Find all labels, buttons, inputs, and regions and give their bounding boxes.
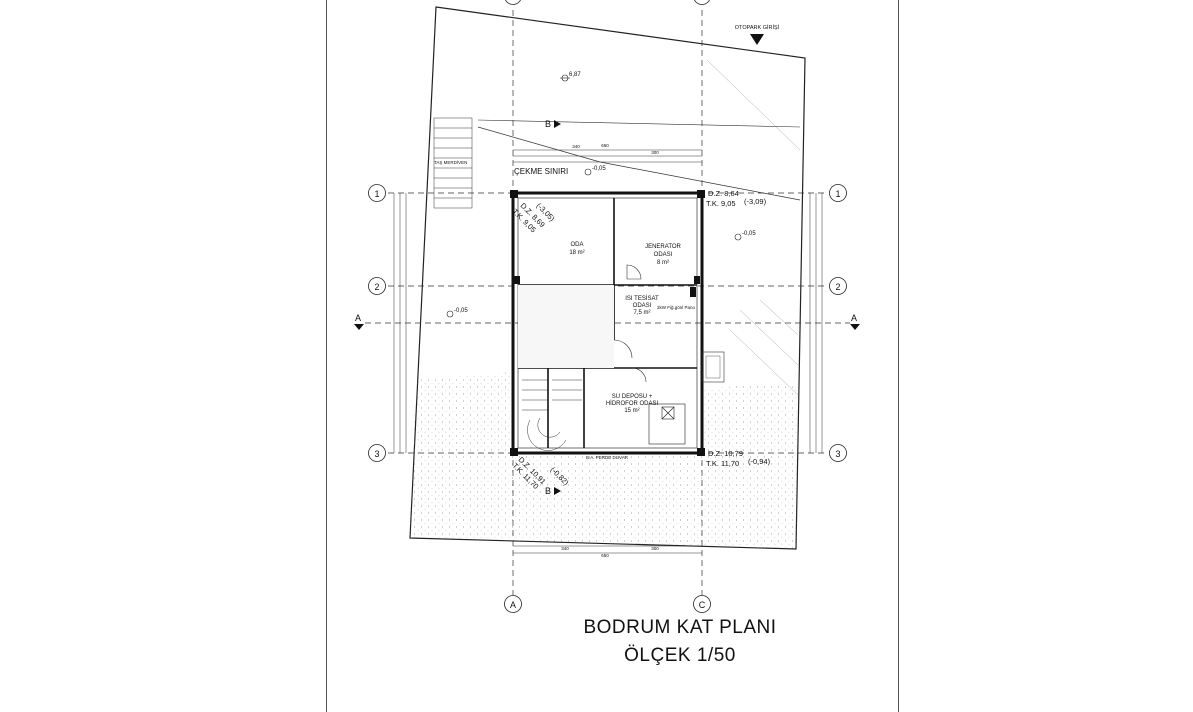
- svg-text:C: C: [699, 600, 706, 610]
- svg-text:A: A: [510, 600, 516, 610]
- spot-level-setback: -0,05: [584, 166, 606, 176]
- side-dimension-lines: [393, 193, 823, 453]
- projection-right: [701, 351, 725, 383]
- stair-note: TAŞ MERDİVEN: [434, 159, 467, 165]
- grid-bubble-c-top: [694, 0, 710, 5]
- svg-text:(-3,09): (-3,09): [744, 197, 767, 206]
- sheet-border-left: [326, 0, 327, 712]
- room-jenerator-name2: ODASI: [654, 252, 673, 258]
- grid-bubble-1-left: 1: [368, 184, 386, 202]
- room-su-area: 15 m²: [624, 408, 639, 414]
- grid-bubble-c-bottom: C: [693, 595, 711, 613]
- top-dim-total: 650: [601, 143, 609, 148]
- svg-text:D.Z. 10,79: D.Z. 10,79: [708, 449, 743, 458]
- room-su-name2: HİDROFOR ODASI: [606, 400, 659, 407]
- entrance-arrow-icon: [750, 34, 764, 45]
- setback-line: [477, 126, 801, 201]
- grid-bubble-3-left: 3: [368, 444, 386, 462]
- svg-text:T.K. 9,05: T.K. 9,05: [706, 199, 736, 208]
- level-top-left: D.Z. 8,69 (-3,05) T.K. 9,05: [511, 201, 557, 234]
- svg-text:2: 2: [374, 282, 379, 292]
- generator-note: 2kW Fiğ.gönl Pano: [657, 305, 696, 310]
- svg-text:T.K. 11,70: T.K. 11,70: [706, 459, 739, 468]
- svg-text:1: 1: [374, 189, 379, 199]
- room-isi-area: 7,5 m²: [633, 310, 650, 316]
- room-oda-area: 18 m²: [569, 250, 584, 256]
- level-bottom-right: D.Z. 10,79 (-0,94) T.K. 11,70: [706, 449, 771, 468]
- svg-text:2: 2: [835, 282, 840, 292]
- bottom-dim-left: 340: [561, 546, 569, 551]
- room-oda-name: ODA: [570, 242, 583, 248]
- section-marker-b-bottom: B: [545, 486, 561, 496]
- svg-text:A: A: [355, 313, 361, 323]
- svg-text:3: 3: [374, 449, 379, 459]
- svg-text:OTOPARK GİRİŞİ: OTOPARK GİRİŞİ: [735, 24, 780, 31]
- columns: [510, 190, 705, 456]
- grid-bubble-1-right: 1: [829, 184, 847, 202]
- garden-hatch-bottom: [410, 372, 799, 549]
- doors: [613, 264, 647, 383]
- ramp-hatch: [706, 59, 801, 396]
- svg-text:B: B: [545, 486, 551, 496]
- spot-level-top: 6,87: [560, 72, 581, 82]
- sheet-border-right: [898, 0, 899, 712]
- grid-bubble-a-top: [505, 0, 521, 5]
- svg-text:-0,05: -0,05: [454, 308, 468, 314]
- grid-bubble-2-left: 2: [368, 277, 386, 295]
- external-stair: [433, 117, 473, 209]
- top-dim-left: 340: [572, 144, 580, 149]
- setback-label: ÇEKME SINIRI: [514, 167, 568, 176]
- top-dimension-lines: [513, 149, 702, 554]
- top-dim-right: 300: [651, 150, 659, 155]
- svg-text:A: A: [851, 313, 857, 323]
- bottom-dim-right: 300: [651, 546, 659, 551]
- svg-text:D.Z. 8,64: D.Z. 8,64: [708, 189, 739, 198]
- room-jenerator-area: 8 m²: [657, 260, 669, 266]
- section-marker-b-top: B: [545, 119, 561, 129]
- room-su-name: SU DEPOSU +: [612, 394, 653, 400]
- svg-text:1: 1: [835, 189, 840, 199]
- bottom-wall-note: B.A. PERDE DUVAR: [586, 455, 629, 460]
- grid-bubble-a-bottom: A: [504, 595, 522, 613]
- spot-level-left: -0,05: [446, 308, 468, 318]
- projection-inner: [705, 355, 721, 379]
- level-top-right: D.Z. 8,64 (-3,09) T.K. 9,05: [706, 189, 767, 208]
- plan-title: BODRUM KAT PLANI: [583, 617, 777, 638]
- interior-stair: [522, 379, 582, 451]
- section-marker-a-right: A: [850, 313, 860, 330]
- site-inner-line: [477, 119, 801, 128]
- bottom-dim-total: 650: [601, 553, 609, 558]
- plan-scale: ÖLÇEK 1/50: [624, 645, 736, 666]
- room-isi-name: ISI TESİSAT: [625, 295, 659, 302]
- spot-level-right: -0,05: [734, 231, 756, 241]
- corridor-fill: [518, 285, 614, 368]
- hydrophore-equipment: [648, 403, 686, 445]
- svg-text:(-0,94): (-0,94): [748, 457, 771, 466]
- room-isi-name2: ODASI: [633, 303, 652, 309]
- room-jenerator-name: JENERATOR: [645, 244, 681, 250]
- svg-text:3: 3: [835, 449, 840, 459]
- parking-entrance-marker: OTOPARK GİRİŞİ: [735, 24, 780, 45]
- grid-bubble-3-right: 3: [829, 444, 847, 462]
- grid-bubble-2-right: 2: [829, 277, 847, 295]
- section-marker-a-left: A: [354, 313, 364, 330]
- svg-text:6,87: 6,87: [569, 72, 581, 78]
- svg-text:B: B: [545, 119, 551, 129]
- svg-text:-0,05: -0,05: [742, 231, 756, 237]
- svg-text:-0,05: -0,05: [592, 166, 606, 172]
